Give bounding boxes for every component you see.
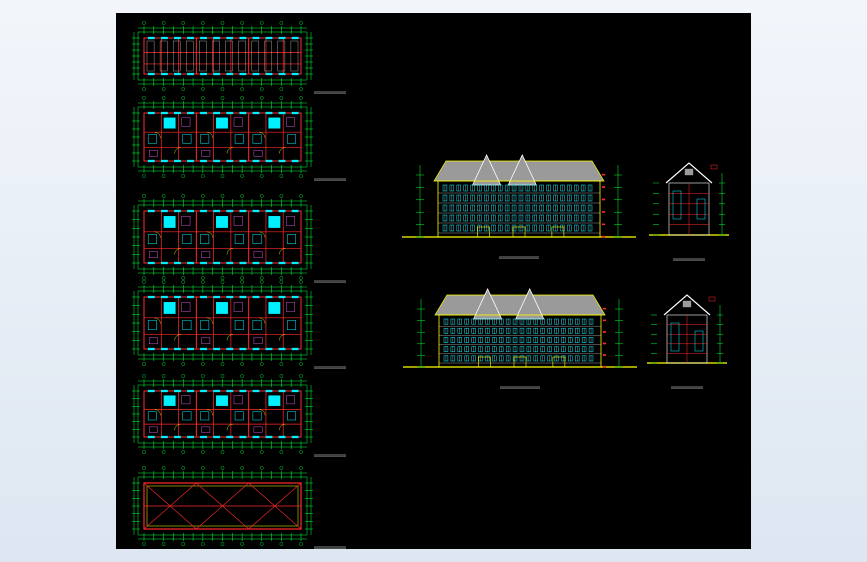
plan-roof <box>132 466 346 549</box>
plan-3 <box>132 194 346 283</box>
plan-5 <box>132 374 346 457</box>
elevations-group <box>402 154 729 389</box>
plan-2 <box>132 96 346 181</box>
plan-1 <box>132 21 346 94</box>
cad-drawing-canvas[interactable] <box>116 13 751 549</box>
side-elevation-2 <box>647 294 727 389</box>
side-elevation-1 <box>649 162 729 261</box>
cad-drawing <box>132 21 729 549</box>
rear-elevation <box>403 288 637 389</box>
front-elevation <box>402 154 636 259</box>
plan-4 <box>132 280 346 369</box>
floor-plans-group <box>132 21 346 549</box>
